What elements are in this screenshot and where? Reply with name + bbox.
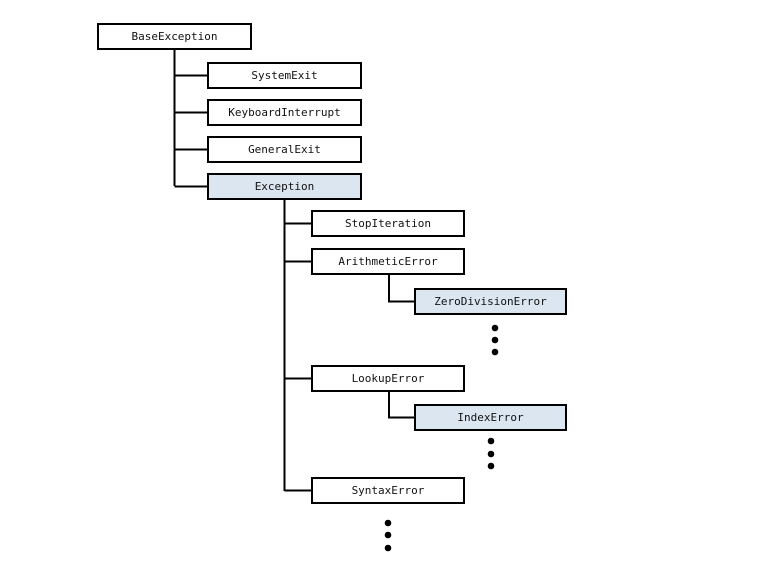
connector-arithmeticerror-children: [388, 274, 414, 303]
node-arithmeticerror: ArithmeticError: [311, 248, 465, 275]
ellipsis-dots-syntaxerror: [384, 519, 392, 552]
connector-lookuperror-children: [388, 391, 414, 419]
node-systemexit: SystemExit: [207, 62, 362, 89]
ellipsis-dots-zerodivisionerror: [491, 324, 499, 356]
node-baseexception: BaseException: [97, 23, 252, 50]
connector-baseexception-children: [173, 49, 207, 188]
node-syntaxerror: SyntaxError: [311, 477, 465, 504]
connector-exception-children: [283, 199, 311, 492]
node-keyboardinterrupt: KeyboardInterrupt: [207, 99, 362, 126]
node-zerodivisionerror: ZeroDivisionError: [414, 288, 567, 315]
node-indexerror: IndexError: [414, 404, 567, 431]
node-lookuperror: LookupError: [311, 365, 465, 392]
ellipsis-dots-indexerror: [487, 437, 495, 470]
node-stopiteration: StopIteration: [311, 210, 465, 237]
node-exception: Exception: [207, 173, 362, 200]
node-generalexit: GeneralExit: [207, 136, 362, 163]
